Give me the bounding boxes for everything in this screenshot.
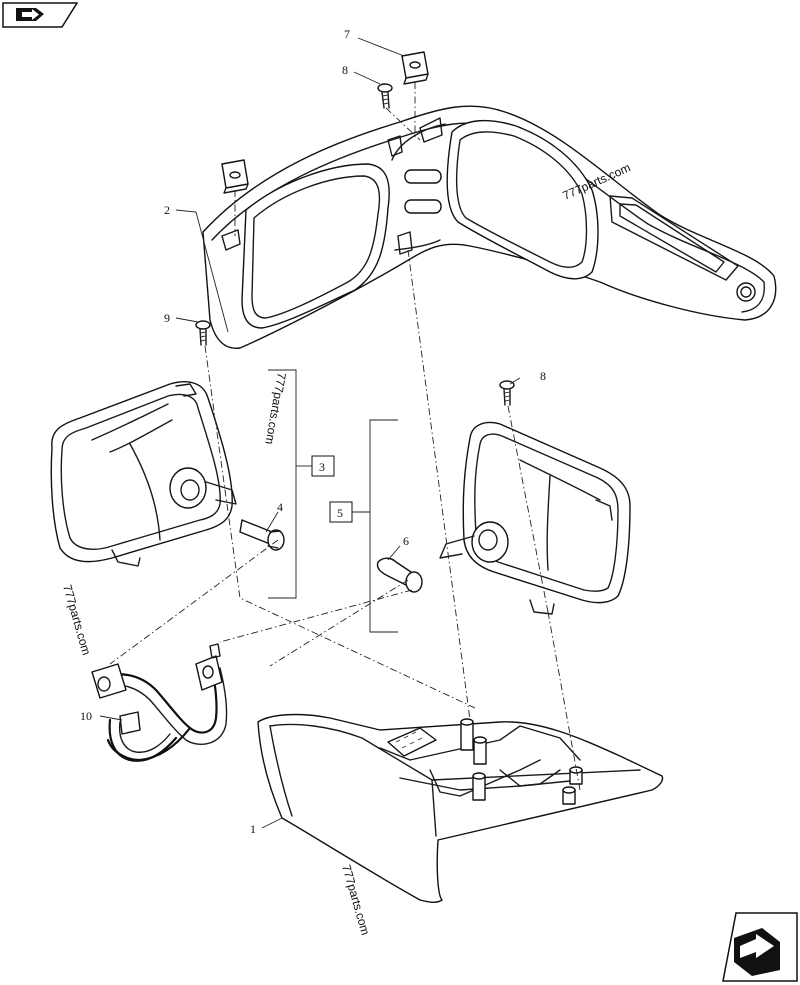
- leader-lines: [99, 37, 521, 829]
- callout-4: 4: [277, 500, 283, 514]
- callout-5: 5: [337, 506, 343, 520]
- work-lamp-right: [439, 421, 631, 615]
- callout-6: 6: [403, 534, 409, 548]
- screw-right: [499, 380, 515, 406]
- book-arrow-icon[interactable]: [2, 2, 78, 28]
- callout-1: 1: [250, 822, 256, 836]
- clip-nut-left: [221, 159, 249, 194]
- lamp-base-cover: [257, 713, 664, 903]
- screw-top: [377, 83, 393, 109]
- assembly-lines: [109, 82, 581, 791]
- callout-7: 7: [344, 27, 350, 41]
- callout-9: 9: [164, 311, 170, 325]
- mirror-housing: [202, 105, 777, 349]
- lamp-bulb-right: [376, 557, 423, 593]
- callout-10: 10: [80, 709, 92, 723]
- watermark-4: 777parts.com: [339, 863, 372, 937]
- group-bracket-3: [268, 369, 335, 599]
- lamp-bulb: [239, 519, 285, 551]
- callout-labels: 1 2 3 4 5 6 7 8 8 9 10: [80, 27, 546, 836]
- callout-3: 3: [319, 460, 325, 474]
- callout-2: 2: [164, 203, 170, 217]
- clip-nut: [401, 51, 429, 85]
- screw-left: [195, 320, 211, 346]
- callout-8-top: 8: [342, 63, 348, 77]
- group-bracket-5: [329, 419, 398, 633]
- callout-8-right: 8: [540, 369, 546, 383]
- watermark-3: 777parts.com: [60, 583, 93, 657]
- watermark-2: 777parts.com: [262, 371, 288, 445]
- next-page-arrow-icon[interactable]: [722, 912, 798, 982]
- work-lamp-left: [50, 380, 237, 567]
- wiring-harness: [91, 643, 228, 762]
